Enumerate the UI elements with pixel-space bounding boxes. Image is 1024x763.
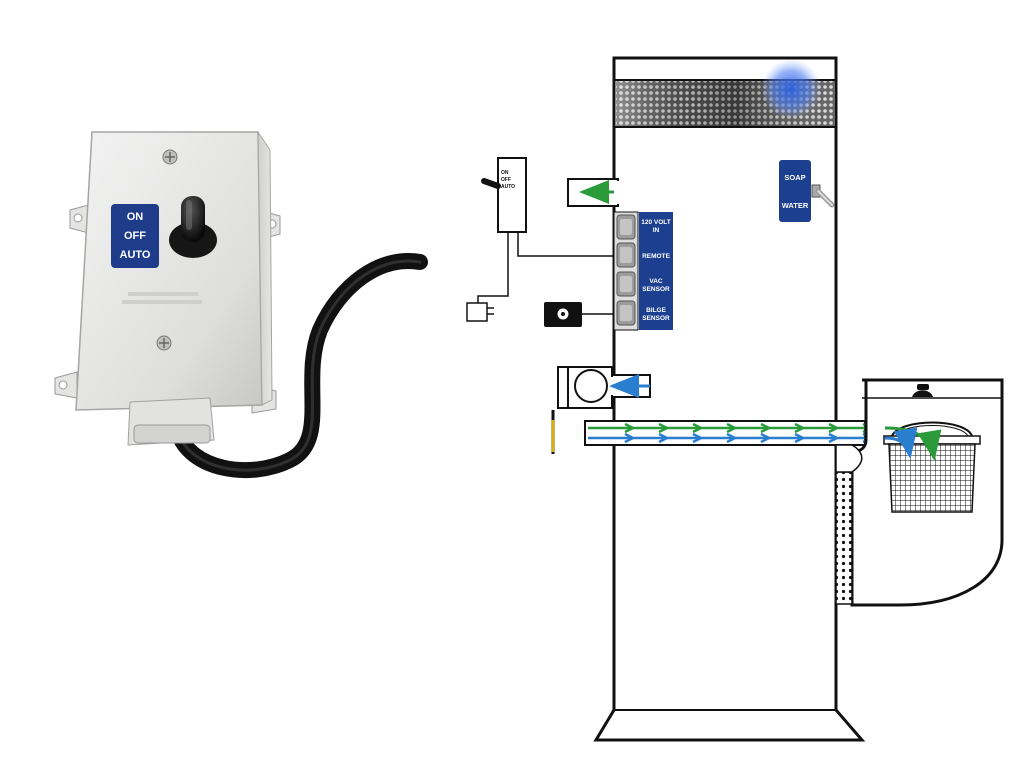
pipe-flow-arrows — [624, 422, 874, 444]
pipe-flow-arrowhead — [726, 432, 738, 444]
discharge-pipe — [584, 420, 886, 446]
photo-label-auto: AUTO — [120, 249, 151, 261]
unit-cabinet — [593, 56, 866, 742]
strainer-basket-icon — [883, 421, 981, 513]
wire-to-plug — [477, 232, 509, 303]
pipe-flow-arrowhead — [658, 422, 670, 434]
selector-soap-label: SOAP — [784, 173, 805, 182]
pump-icon — [557, 366, 651, 409]
selector-water-label: WATER — [782, 201, 809, 210]
diagram-label-on: ON — [501, 170, 509, 176]
diagram-toggle-switch[interactable]: ON OFF AUTO — [481, 157, 527, 233]
soap-water-selector[interactable]: SOAP WATER — [779, 160, 835, 222]
pipe-flow-arrowhead — [692, 422, 704, 434]
port-bilge-label-1: BILGE — [646, 307, 667, 314]
connector-jack-icon[interactable] — [616, 214, 636, 240]
pipe-flow-arrowhead — [828, 432, 840, 444]
photo-toggle-knob — [169, 196, 217, 258]
diagram-label-off: OFF — [501, 177, 511, 183]
pipe-flow-arrowhead — [794, 432, 806, 444]
pipe-flow-arrowhead — [692, 432, 704, 444]
pipe-flow-arrowhead — [828, 422, 840, 434]
tank-perforated-strip — [835, 471, 853, 605]
toggle-switch-box-photo: ON OFF AUTO — [54, 130, 428, 478]
pipe-flow-arrowhead — [794, 422, 806, 434]
pipe-flow-arrowhead — [726, 422, 738, 434]
connector-panel: 120 VOLT IN REMOTE VAC SENSOR BILGE SENS… — [613, 211, 673, 331]
selector-lever-icon[interactable] — [811, 184, 835, 208]
air-inlet-pipe — [567, 178, 620, 207]
photo-label-on: ON — [127, 211, 144, 223]
connector-jack-icon[interactable] — [616, 271, 636, 297]
diagram-label-auto: AUTO — [501, 184, 515, 190]
pipe-flow-arrowhead — [760, 432, 772, 444]
wire-to-remote — [517, 232, 614, 257]
connector-jack-icon[interactable] — [616, 242, 636, 268]
pipe-flow-arrowhead — [624, 432, 636, 444]
pipe-flow-arrowhead — [658, 432, 670, 444]
port-120v-label-1: 120 VOLT — [641, 219, 671, 226]
connector-jack-icon[interactable] — [616, 300, 636, 326]
bilge-sensor-icon — [544, 302, 614, 327]
port-remote-label: REMOTE — [642, 253, 670, 260]
plug-icon — [466, 302, 494, 322]
photo-label-off: OFF — [124, 230, 146, 242]
port-bilge-label-2: SENSOR — [642, 315, 670, 322]
port-vac-label-1: VAC — [649, 278, 663, 285]
port-vac-label-2: SENSOR — [642, 286, 670, 293]
photo-switch-label-plate — [111, 204, 159, 268]
port-120v-label-2: IN — [653, 227, 660, 234]
pipe-flow-arrowhead — [624, 422, 636, 434]
status-light-glow — [761, 59, 821, 119]
pipe-flow-arrowhead — [760, 422, 772, 434]
